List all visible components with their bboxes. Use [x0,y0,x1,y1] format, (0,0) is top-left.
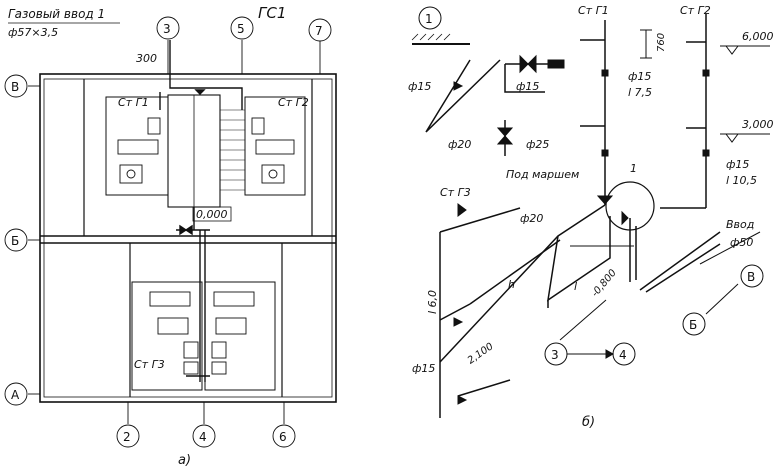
iso-callout-1: 1 [630,162,637,175]
axis-bubble-B [4,228,28,252]
iso-bubble-1 [418,6,442,30]
plan-riser-g2: Ст Г2 [278,96,309,109]
iso-pipe-f15-d: ф15 [726,158,749,171]
axis-bubble-5 [230,16,254,40]
axis-bubble-V [4,74,28,98]
iso-hatch [411,33,451,41]
iso-under-stairs: Под маршем [506,168,579,181]
iso-bubbles [418,6,764,366]
iso-pipe-f15-a: ф15 [408,80,431,93]
plan-riser-g3: Ст Г3 [134,358,165,371]
iso-level-marks [559,29,770,341]
iso-axis-4: 4 [619,348,627,362]
axis-label-5: 5 [237,22,245,36]
gas-inlet-pipe: ф57×3,5 [8,26,58,39]
iso-level-6000: 6,000 [742,30,774,43]
iso-pipe-f15-b: ф15 [516,80,539,93]
iso-riser-g2: Ст Г2 [680,4,711,17]
axis-label-7: 7 [315,24,323,38]
plan-fixtures [117,117,295,375]
plan-gas-pipes [159,40,243,382]
iso-level-2100: 2,100 [466,341,496,366]
plan-header: ГС1 [258,4,286,22]
iso-l-mark: l [574,280,577,293]
level-mark: 0,000 [196,208,228,221]
iso-pipe-f20-a: ф20 [448,138,471,151]
plan-caption: а) [178,453,191,468]
axis-label-A: А [11,388,20,402]
iso-riser-g3: Ст Г3 [440,186,471,199]
iso-axis-3: 3 [551,348,559,362]
iso-riser-g1: Ст Г1 [578,4,609,17]
axis-bubble-6 [272,424,296,448]
axis-label-3: 3 [163,22,171,36]
axis-bubble-2 [116,424,140,448]
axis-bubble-7 [308,18,332,42]
iso-node-mark: 1 [425,12,433,26]
iso-h-mark: h [508,278,515,291]
iso-pipe-f15-c: ф15 [628,70,651,83]
iso-pipe-f25: ф25 [526,138,549,151]
axis-label-4: 4 [199,430,207,444]
iso-fittings [453,54,710,405]
axis-label-6: 6 [279,430,287,444]
iso-caption: б) [582,415,595,430]
axis-bubble-4 [192,424,216,448]
iso-length-10-5: l 10,5 [726,174,757,187]
iso-axis-B: Б [689,318,697,332]
iso-inlet-pipe: ф50 [730,236,753,249]
axis-label-B: Б [11,234,19,248]
iso-bubble-B [682,312,706,336]
iso-length-6-0: l 6,0 [426,290,439,314]
iso-pipe-f15-e: ф15 [412,362,435,375]
iso-level-m0800: -0,800 [590,268,619,300]
floor-plan: ГС1 Газовый ввод 1 ф57×3,5 300 0,000 Ст … [4,4,337,468]
plan-walls [39,73,337,403]
iso-bubble-V [740,264,764,288]
plan-riser-g1: Ст Г1 [118,96,149,109]
iso-pipe-f20-b: ф20 [520,212,543,225]
axis-label-V: В [11,80,19,94]
isometric-scheme: 1 Ст Г1 Ст Г2 Ст Г3 760 6,000 3,000 ф15 … [408,4,774,430]
iso-inlet: Ввод [726,218,754,231]
iso-dim-760: 760 [656,33,667,52]
axis-label-2: 2 [123,430,131,444]
iso-length-7-5: l 7,5 [628,86,652,99]
plan-axes [4,16,332,448]
dimension-300: 300 [136,52,157,65]
node-1-circle [605,181,655,231]
iso-level-3000: 3,000 [742,118,774,131]
axis-bubble-A [4,382,28,406]
iso-axis-V: В [747,270,755,284]
gas-inlet-title: Газовый ввод 1 [8,7,105,21]
axis-bubble-3 [156,16,180,40]
iso-pipes [412,14,721,418]
